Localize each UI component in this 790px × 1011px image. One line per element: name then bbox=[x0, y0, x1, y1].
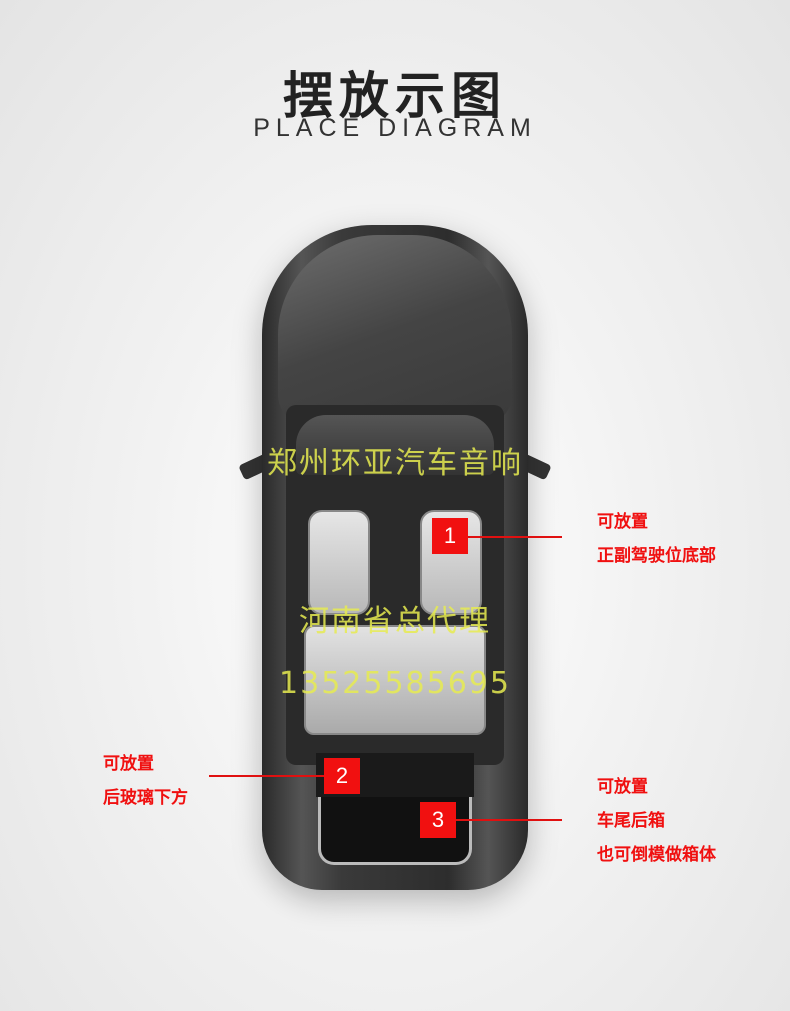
driver-seat bbox=[308, 510, 370, 615]
note-line: 车尾后箱 bbox=[597, 811, 665, 831]
marker-1-line bbox=[468, 536, 562, 538]
rear-seat bbox=[304, 625, 486, 735]
car-top-view bbox=[262, 225, 528, 890]
watermark-line-3: 13525585695 bbox=[279, 666, 511, 701]
marker-1: 1 bbox=[432, 518, 468, 554]
watermark-line-2: 河南省总代理 bbox=[299, 604, 491, 639]
marker-2-note: 可放置 后玻璃下方 bbox=[103, 747, 188, 815]
page-title: 摆放示图 bbox=[283, 67, 507, 125]
note-line: 可放置 bbox=[103, 754, 154, 774]
marker-2-line bbox=[209, 775, 324, 777]
car-cabin bbox=[286, 405, 504, 765]
note-line: 后玻璃下方 bbox=[103, 788, 188, 808]
car-hood bbox=[278, 235, 512, 425]
dashboard bbox=[296, 415, 494, 475]
note-line: 也可倒模做箱体 bbox=[597, 845, 716, 865]
marker-2: 2 bbox=[324, 758, 360, 794]
note-line: 正副驾驶位底部 bbox=[597, 546, 716, 566]
marker-1-note: 可放置 正副驾驶位底部 bbox=[597, 505, 716, 573]
marker-3: 3 bbox=[420, 802, 456, 838]
page-subtitle: PLACE DIAGRAM bbox=[253, 114, 537, 142]
watermark-line-1: 郑州环亚汽车音响 bbox=[267, 446, 523, 481]
note-line: 可放置 bbox=[597, 512, 648, 532]
marker-3-note: 可放置 车尾后箱 也可倒模做箱体 bbox=[597, 770, 716, 872]
marker-3-line bbox=[456, 819, 562, 821]
note-line: 可放置 bbox=[597, 777, 648, 797]
